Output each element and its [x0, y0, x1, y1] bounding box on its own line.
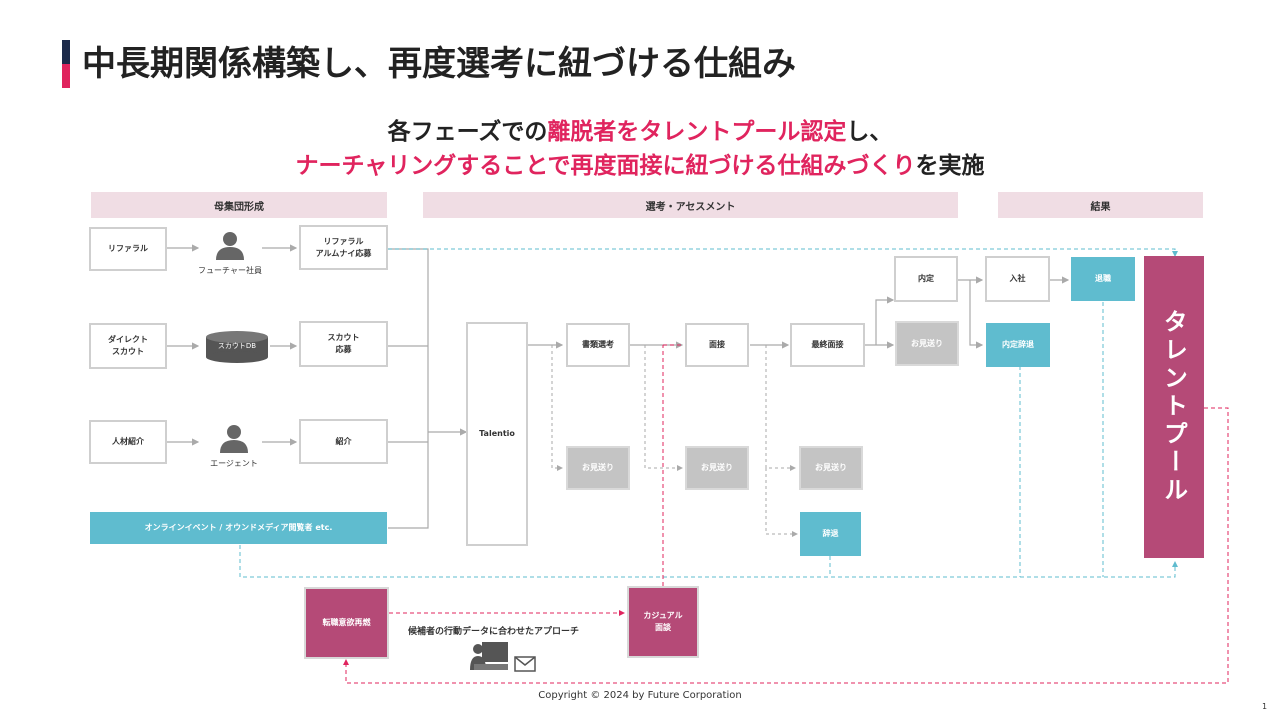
box-label: 応募	[335, 345, 352, 354]
intro-box: 紹介	[299, 419, 388, 464]
decline-interview-box: お見送り	[685, 446, 749, 490]
copyright: Copyright © 2024 by Future Corporation	[538, 690, 742, 701]
agent-label: エージェント	[210, 459, 258, 468]
interview-box: 面接	[685, 323, 749, 367]
approach-label: 候補者の行動データに合わせたアプローチ	[408, 627, 580, 637]
headline-line-1: 各フェーズでの離脱者をタレントプール認定し、	[0, 112, 1280, 146]
database-icon	[206, 331, 268, 363]
page-title: 中長期関係構築し、再度選考に紐づける仕組み	[82, 44, 796, 84]
final-interview-box: 最終面接	[790, 323, 865, 367]
headline-text: し、	[846, 119, 893, 145]
offer-decline-box: 内定辞退	[986, 323, 1050, 367]
join-box: 入社	[985, 256, 1050, 302]
person-icon	[216, 232, 244, 260]
source-agency: 人材紹介	[89, 420, 167, 464]
talent-pool-box: タレントプール	[1144, 256, 1204, 558]
mail-icon	[514, 656, 536, 672]
talent-pool-label: タレントプール	[1159, 309, 1188, 505]
offer-box: 内定	[894, 256, 958, 302]
phase-result: 結果	[998, 192, 1203, 218]
resign-box: 退職	[1071, 257, 1135, 301]
referral-alumni-box: リファラルアルムナイ応募	[299, 225, 388, 270]
headline-text: を実施	[915, 153, 985, 179]
box-label: スカウト	[112, 347, 144, 356]
person-icon	[220, 425, 248, 453]
future-employee-label: フューチャー社員	[198, 266, 262, 275]
box-label: 面談	[655, 623, 671, 632]
scout-db-label: スカウトDB	[217, 342, 257, 350]
decline-final-box: お見送り	[799, 446, 863, 490]
source-referral: リファラル	[89, 227, 167, 271]
decline-document-box: お見送り	[566, 446, 630, 490]
headline-highlight: ナーチャリングすることで再度面接に紐づける仕組みづくり	[295, 153, 916, 179]
phase-sourcing: 母集団形成	[91, 192, 387, 218]
headline-text: 各フェーズでの	[387, 119, 548, 145]
box-label: スカウト	[327, 333, 360, 342]
page-number: 1	[1262, 702, 1268, 711]
box-label: リファラル	[323, 236, 364, 246]
box-label: ダイレクト	[108, 335, 148, 344]
box-label: アルムナイ応募	[315, 248, 372, 258]
casual-meeting-box: カジュアル面談	[627, 586, 699, 658]
online-source-box: オンラインイベント / オウンドメディア閲覧者 etc.	[90, 512, 387, 544]
title-accent-bar	[62, 40, 70, 88]
source-direct-scout: ダイレクトスカウト	[89, 323, 167, 369]
job-change-intent-box: 転職意欲再燃	[304, 587, 389, 659]
document-screening-box: 書類選考	[566, 323, 630, 367]
user-at-computer-icon	[470, 642, 508, 670]
headline-highlight: 離脱者をタレントプール認定	[547, 119, 847, 145]
decline-offer-stage-box: お見送り	[895, 321, 959, 366]
headline-line-2: ナーチャリングすることで再度面接に紐づける仕組みづくりを実施	[0, 146, 1280, 180]
box-label: カジュアル	[643, 611, 683, 620]
withdraw-box: 辞退	[800, 512, 861, 556]
talentio-box: Talentio	[466, 322, 528, 546]
scout-apply-box: スカウト応募	[299, 321, 388, 367]
phase-selection: 選考・アセスメント	[423, 192, 958, 218]
